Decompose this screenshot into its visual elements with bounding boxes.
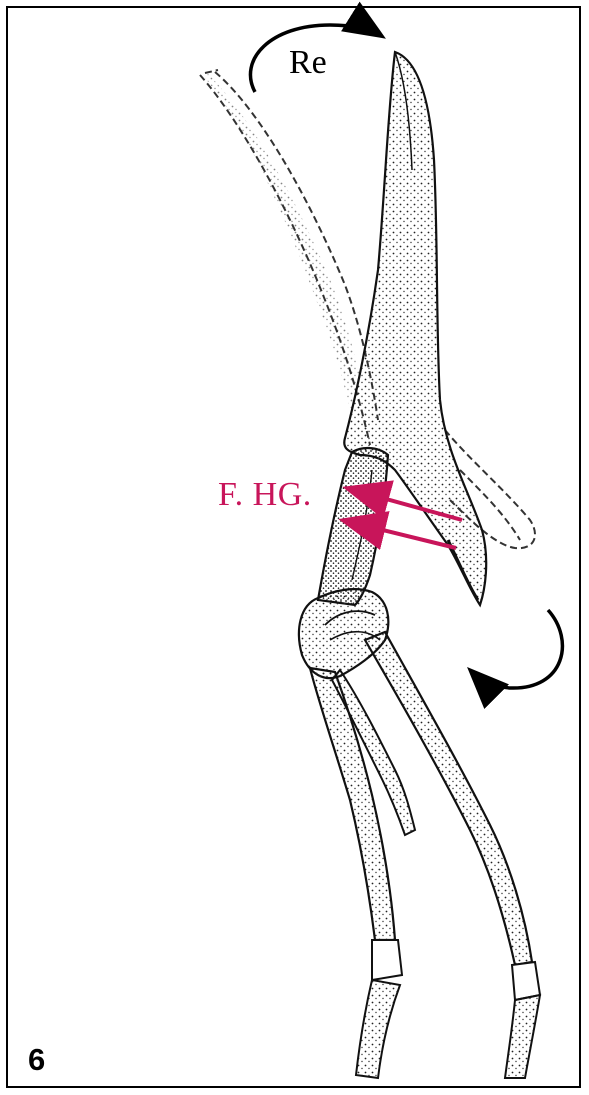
ghost-bone-stipple [205, 74, 372, 450]
carpal-bones [356, 940, 540, 1078]
figure-number: 6 [28, 1044, 45, 1075]
rotation-arrow-icon [472, 610, 562, 688]
rotation-label: Re [289, 46, 327, 80]
fracture-label: F. HG. [218, 478, 312, 512]
elbow-condyle [299, 589, 388, 678]
forearm-bones [310, 632, 532, 965]
humeral-shaft [318, 448, 388, 605]
